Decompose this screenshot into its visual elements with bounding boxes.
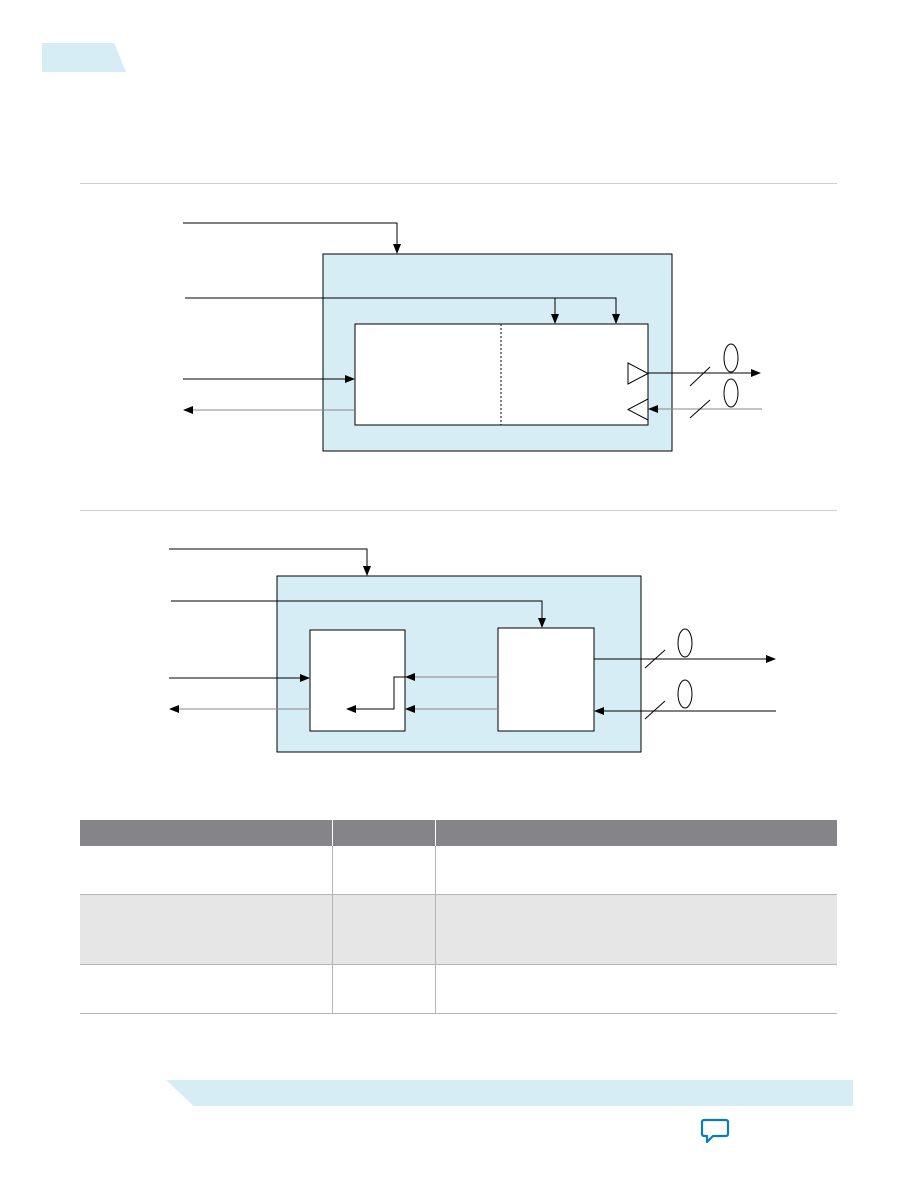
lane-ellipse-2 (677, 679, 693, 709)
signal-second (171, 600, 546, 628)
table-header-cell (435, 820, 837, 846)
lane-ellipse-1 (723, 343, 739, 373)
signal-top (183, 222, 401, 254)
lane-ellipse-2 (723, 378, 739, 408)
signal-top (169, 548, 371, 576)
table-cell (80, 894, 333, 965)
lane-ellipse-1 (677, 628, 693, 658)
table-cell (435, 846, 837, 895)
tx-buffer-icon (627, 362, 650, 385)
bus-slash-2 (644, 700, 666, 720)
table-row (80, 846, 837, 895)
table-cell (435, 894, 837, 965)
bus-slash-1 (644, 649, 666, 669)
bus-slash-2 (689, 399, 711, 419)
section-divider-top (80, 183, 837, 184)
loopback-path (346, 676, 406, 713)
signal-table (80, 820, 837, 1014)
footer-band (166, 1080, 853, 1106)
signal-second-a (185, 297, 620, 324)
block-diagram-2 (169, 548, 776, 753)
table-cell (80, 964, 333, 1014)
table-header-row (80, 820, 837, 846)
table-row (80, 894, 837, 965)
table-cell (435, 964, 837, 1014)
left-inner-block (309, 629, 406, 732)
bus-slash-1 (689, 366, 711, 387)
table-row (80, 964, 837, 1014)
section-divider-middle (80, 510, 837, 511)
block-diagram-1 (183, 222, 762, 452)
table-header-cell (332, 820, 436, 846)
table-cell (332, 964, 436, 1014)
feedback-speech-bubble-icon[interactable] (700, 1117, 730, 1145)
table-header-cell (80, 820, 333, 846)
table-cell (332, 894, 436, 965)
right-inner-block (497, 627, 595, 732)
table-cell (332, 846, 436, 895)
table-cell (80, 846, 333, 895)
page-corner-tab (42, 43, 126, 72)
